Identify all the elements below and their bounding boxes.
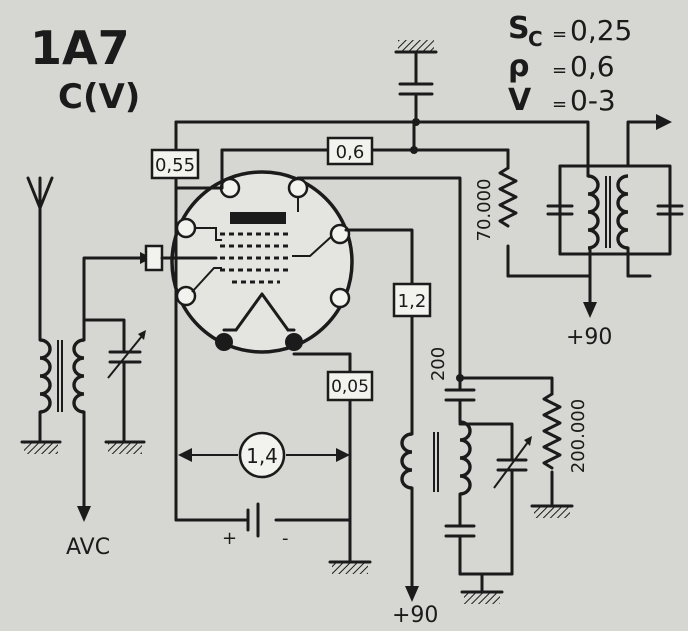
spec-v-symbol: V bbox=[508, 83, 532, 118]
load-resistor-icon bbox=[498, 166, 518, 228]
ground-icon bbox=[332, 562, 368, 574]
supply-arrow-icon bbox=[583, 302, 597, 318]
plate-icon bbox=[230, 212, 286, 224]
if-primary-coil-icon bbox=[587, 174, 600, 250]
if-transformer: +90 bbox=[546, 114, 684, 350]
value-labels: 0,55 0,6 1,2 0,05 1,4 70.000 200 200.000 bbox=[150, 136, 589, 479]
spec-s-eq: = bbox=[552, 24, 567, 45]
title-block: 1A7 C(V) bbox=[30, 21, 140, 117]
tube-type: 1A7 bbox=[30, 21, 130, 75]
spec-rho-value: 0,6 bbox=[570, 50, 615, 83]
grid-leak-icon bbox=[542, 392, 562, 470]
plate-supply-label: +90 bbox=[566, 325, 612, 350]
grid-coil-icon bbox=[72, 338, 85, 414]
if-secondary-coil-icon bbox=[616, 174, 629, 250]
avc-arrow-icon bbox=[77, 506, 91, 522]
ground-icon bbox=[464, 592, 500, 604]
battery-minus: - bbox=[282, 528, 289, 549]
spec-s-value: 0,25 bbox=[570, 14, 632, 47]
supply-arrow-icon bbox=[405, 586, 419, 602]
output-arrow-icon bbox=[656, 114, 672, 130]
tuned-coil-icon bbox=[459, 420, 472, 496]
plate-resistor-label: 0,6 bbox=[336, 142, 365, 163]
cathode-resistor-label: 0,05 bbox=[331, 377, 369, 397]
tube-function: C(V) bbox=[58, 77, 140, 117]
spec-rho-eq: = bbox=[552, 60, 567, 81]
filament-icon bbox=[234, 292, 290, 332]
spec-s-symbol: S bbox=[508, 11, 530, 46]
ground-icon bbox=[398, 40, 434, 52]
grid-leak-label: 200.000 bbox=[568, 399, 589, 473]
spec-v-eq: = bbox=[552, 94, 567, 115]
spec-table: S C = 0,25 ρ = 0,6 V = 0-3 bbox=[508, 11, 632, 118]
avc-label: AVC bbox=[66, 535, 110, 560]
filament-circle bbox=[238, 431, 286, 479]
grid-elements bbox=[220, 232, 290, 284]
spec-rho-symbol: ρ bbox=[508, 49, 529, 84]
screen-resistor-label: 0,55 bbox=[155, 155, 195, 176]
variable-capacitor-icon bbox=[107, 335, 143, 379]
ground-icon bbox=[108, 442, 142, 454]
filament-label: 1,4 bbox=[246, 444, 278, 468]
oscillator-circuit: +90 bbox=[344, 228, 574, 628]
variable-capacitor-icon bbox=[493, 441, 529, 489]
osc-resistor-label: 1,2 bbox=[398, 291, 427, 312]
antenna-coil-icon bbox=[39, 338, 52, 414]
grid-cap-icon bbox=[144, 244, 164, 272]
coupling-cap-label: 200 bbox=[428, 347, 449, 381]
load-resistor-label: 70.000 bbox=[474, 179, 495, 242]
ground-icon bbox=[24, 442, 58, 454]
spec-s-sub: C bbox=[528, 27, 543, 51]
battery-plus: + bbox=[222, 528, 237, 549]
ground-icon bbox=[534, 506, 570, 518]
spec-v-value: 0-3 bbox=[570, 84, 616, 117]
osc-supply-label: +90 bbox=[392, 603, 438, 628]
antenna-input-circuit: AVC bbox=[20, 176, 152, 560]
oscillator-coil-icon bbox=[400, 432, 413, 490]
